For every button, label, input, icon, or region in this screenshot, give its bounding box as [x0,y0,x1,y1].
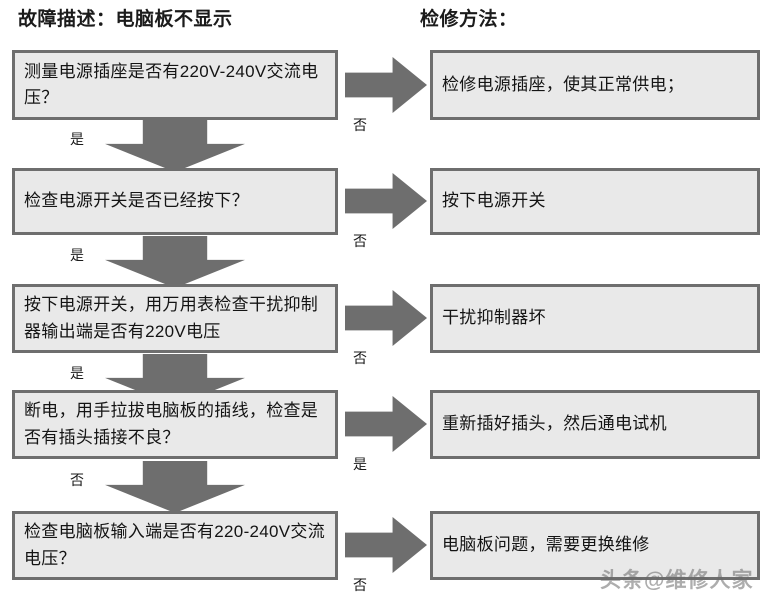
right-arrow-1 [345,57,427,113]
edge-label-down-4: 否 [70,472,85,488]
answer-box-1: 检修电源插座，使其正常供电； [430,50,760,120]
answer-box-5-text: 电脑板问题，需要更换维修 [442,535,650,555]
answer-box-3-text: 干扰抑制器坏 [442,308,546,328]
edge-label-down-2: 是 [70,247,85,263]
edge-label-right-2: 否 [353,233,368,249]
question-box-2: 检查电源开关是否已经按下？ [12,168,338,235]
answer-box-5: 电脑板问题，需要更换维修 [430,511,760,580]
edge-label-right-1: 否 [353,117,368,133]
question-box-3: 按下电源开关，用万用表检查干扰抑制器输出端是否有220V电压 [12,284,338,353]
edge-label-right-3: 否 [353,350,368,366]
question-box-2-text: 检查电源开关是否已经按下？ [24,191,249,211]
down-arrow-4 [105,461,245,513]
repair-method-header: 检修方法： [420,9,518,30]
question-box-4: 断电，用手拉拔电脑板的插线，检查是否有插头插接不良？ [12,390,338,459]
question-box-5-text: 检查电脑板输入端是否有220-240V交流电压？ [24,522,326,568]
question-box-4-text: 断电，用手拉拔电脑板的插线，检查是否有插头插接不良？ [24,401,319,447]
right-arrow-4 [345,396,427,452]
answer-box-2-text: 按下电源开关 [442,191,546,211]
question-box-1-text: 测量电源插座是否有220V-240V交流电压？ [24,61,319,107]
right-arrow-3 [345,290,427,346]
down-arrow-1 [105,120,245,172]
right-arrow-2 [345,173,427,229]
answer-box-4-text: 重新插好插头，然后通电试机 [442,414,667,434]
answer-box-1-text: 检修电源插座，使其正常供电； [442,74,685,94]
fault-description-header: 故障描述：电脑板不显示 [18,9,233,30]
question-box-1: 测量电源插座是否有220V-240V交流电压？ [12,50,338,120]
answer-box-4: 重新插好插头，然后通电试机 [430,390,760,459]
right-arrow-5 [345,517,427,573]
down-arrow-2 [105,236,245,288]
edge-label-right-5: 否 [353,577,368,593]
edge-label-down-1: 是 [70,131,85,147]
answer-box-3: 干扰抑制器坏 [430,284,760,353]
edge-label-right-4: 是 [353,456,368,472]
question-box-3-text: 按下电源开关，用万用表检查干扰抑制器输出端是否有220V电压 [24,295,319,341]
edge-label-down-3: 是 [70,365,85,381]
question-box-5: 检查电脑板输入端是否有220-240V交流电压？ [12,511,338,580]
answer-box-2: 按下电源开关 [430,168,760,235]
